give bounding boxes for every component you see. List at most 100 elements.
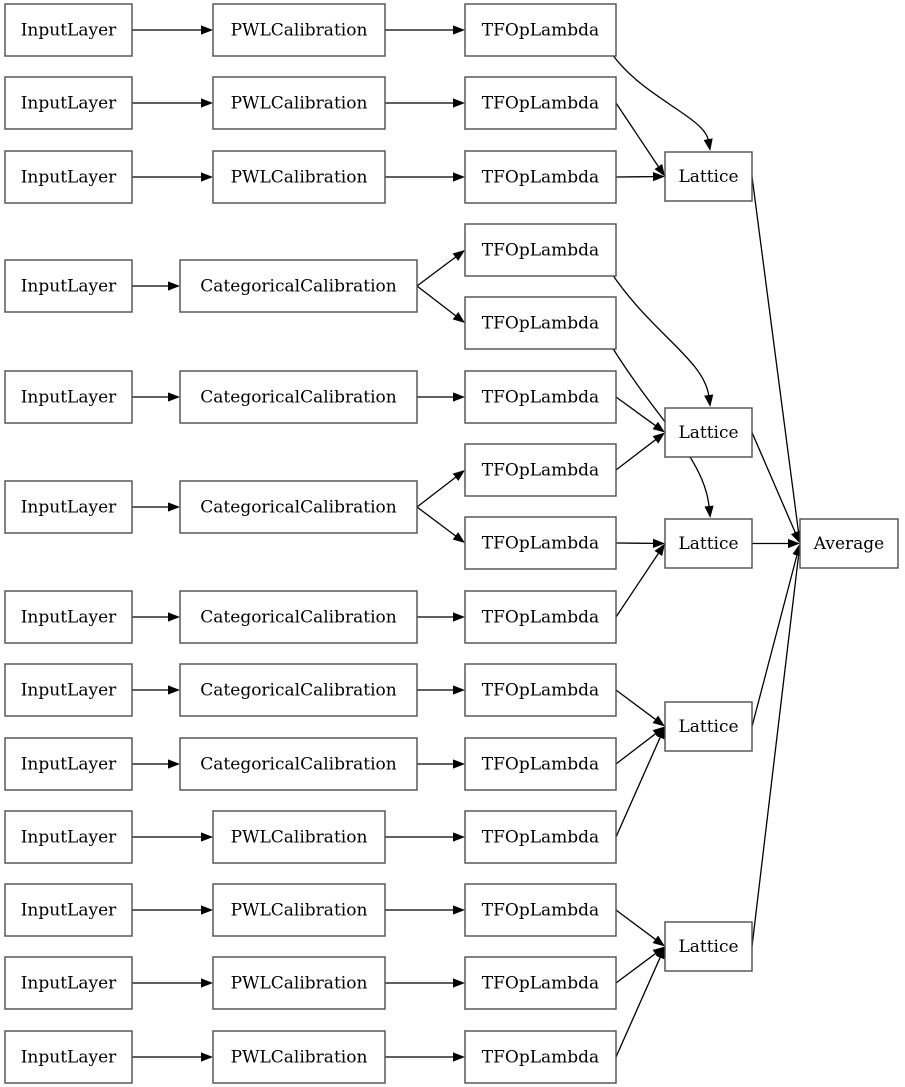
node-box[interactable] xyxy=(464,150,617,204)
node-box[interactable] xyxy=(464,663,617,717)
node-box[interactable] xyxy=(4,590,133,644)
node-categoricalcalibration[interactable]: CategoricalCalibration xyxy=(179,480,418,534)
node-box[interactable] xyxy=(4,259,133,313)
node-categoricalcalibration[interactable]: CategoricalCalibration xyxy=(179,370,418,424)
node-box[interactable] xyxy=(179,737,418,791)
node-lattice[interactable]: Lattice xyxy=(664,921,753,972)
node-tfoplambda[interactable]: TFOpLambda xyxy=(464,590,617,644)
node-lattice[interactable]: Lattice xyxy=(664,701,753,752)
node-box[interactable] xyxy=(464,443,617,497)
node-box[interactable] xyxy=(212,1030,386,1084)
node-inputlayer[interactable]: InputLayer xyxy=(4,3,133,57)
node-box[interactable] xyxy=(664,518,753,569)
node-tfoplambda[interactable]: TFOpLambda xyxy=(464,296,617,350)
node-box[interactable] xyxy=(4,956,133,1010)
node-box[interactable] xyxy=(464,223,617,277)
node-box[interactable] xyxy=(464,516,617,570)
node-box[interactable] xyxy=(464,810,617,864)
node-tfoplambda[interactable]: TFOpLambda xyxy=(464,3,617,57)
node-categoricalcalibration[interactable]: CategoricalCalibration xyxy=(179,737,418,791)
node-box[interactable] xyxy=(664,701,753,752)
node-tfoplambda[interactable]: TFOpLambda xyxy=(464,516,617,570)
node-box[interactable] xyxy=(464,590,617,644)
node-box[interactable] xyxy=(4,3,133,57)
node-box[interactable] xyxy=(464,370,617,424)
node-lattice[interactable]: Lattice xyxy=(664,151,753,202)
node-pwlcalibration[interactable]: PWLCalibration xyxy=(212,810,386,864)
node-average[interactable]: Average xyxy=(799,518,899,569)
node-pwlcalibration[interactable]: PWLCalibration xyxy=(212,3,386,57)
node-tfoplambda[interactable]: TFOpLambda xyxy=(464,370,617,424)
node-box[interactable] xyxy=(464,883,617,937)
node-categoricalcalibration[interactable]: CategoricalCalibration xyxy=(179,590,418,644)
node-box[interactable] xyxy=(212,883,386,937)
node-inputlayer[interactable]: InputLayer xyxy=(4,150,133,204)
node-box[interactable] xyxy=(212,956,386,1010)
node-inputlayer[interactable]: InputLayer xyxy=(4,480,133,534)
node-tfoplambda[interactable]: TFOpLambda xyxy=(464,1030,617,1084)
node-box[interactable] xyxy=(464,1030,617,1084)
node-box[interactable] xyxy=(664,921,753,972)
node-inputlayer[interactable]: InputLayer xyxy=(4,663,133,717)
node-box[interactable] xyxy=(464,3,617,57)
node-lattice[interactable]: Lattice xyxy=(664,407,753,458)
node-inputlayer[interactable]: InputLayer xyxy=(4,76,133,130)
edge-line xyxy=(615,438,657,471)
node-box[interactable] xyxy=(4,737,133,791)
node-inputlayer[interactable]: InputLayer xyxy=(4,956,133,1010)
node-pwlcalibration[interactable]: PWLCalibration xyxy=(212,150,386,204)
node-box[interactable] xyxy=(179,663,418,717)
node-box[interactable] xyxy=(4,480,133,534)
node-box[interactable] xyxy=(212,810,386,864)
node-box[interactable] xyxy=(464,296,617,350)
node-box[interactable] xyxy=(212,3,386,57)
node-tfoplambda[interactable]: TFOpLambda xyxy=(464,883,617,937)
node-box[interactable] xyxy=(179,370,418,424)
node-box[interactable] xyxy=(212,150,386,204)
edge-inputlayer-to-pwlcalibration xyxy=(132,98,213,108)
node-tfoplambda[interactable]: TFOpLambda xyxy=(464,443,617,497)
node-box[interactable] xyxy=(4,150,133,204)
node-box[interactable] xyxy=(4,370,133,424)
node-tfoplambda[interactable]: TFOpLambda xyxy=(464,76,617,130)
node-box[interactable] xyxy=(464,76,617,130)
node-box[interactable] xyxy=(4,1030,133,1084)
node-box[interactable] xyxy=(212,76,386,130)
node-tfoplambda[interactable]: TFOpLambda xyxy=(464,810,617,864)
arrowhead-icon xyxy=(168,392,180,402)
node-box[interactable] xyxy=(4,810,133,864)
node-box[interactable] xyxy=(4,76,133,130)
node-inputlayer[interactable]: InputLayer xyxy=(4,1030,133,1084)
node-tfoplambda[interactable]: TFOpLambda xyxy=(464,223,617,277)
node-inputlayer[interactable]: InputLayer xyxy=(4,259,133,313)
node-box[interactable] xyxy=(4,883,133,937)
node-box[interactable] xyxy=(179,590,418,644)
arrowhead-icon xyxy=(168,281,180,291)
arrowhead-icon xyxy=(655,726,665,740)
node-categoricalcalibration[interactable]: CategoricalCalibration xyxy=(179,663,418,717)
node-tfoplambda[interactable]: TFOpLambda xyxy=(464,956,617,1010)
node-box[interactable] xyxy=(664,407,753,458)
node-inputlayer[interactable]: InputLayer xyxy=(4,737,133,791)
node-pwlcalibration[interactable]: PWLCalibration xyxy=(212,883,386,937)
node-pwlcalibration[interactable]: PWLCalibration xyxy=(212,1030,386,1084)
node-lattice[interactable]: Lattice xyxy=(664,518,753,569)
node-inputlayer[interactable]: InputLayer xyxy=(4,883,133,937)
node-inputlayer[interactable]: InputLayer xyxy=(4,370,133,424)
node-inputlayer[interactable]: InputLayer xyxy=(4,810,133,864)
node-box[interactable] xyxy=(4,663,133,717)
edge-lattice-to-average xyxy=(751,543,804,947)
node-box[interactable] xyxy=(664,151,753,202)
node-inputlayer[interactable]: InputLayer xyxy=(4,590,133,644)
node-box[interactable] xyxy=(179,259,418,313)
node-box[interactable] xyxy=(179,480,418,534)
node-categoricalcalibration[interactable]: CategoricalCalibration xyxy=(179,259,418,313)
node-box[interactable] xyxy=(799,518,899,569)
node-tfoplambda[interactable]: TFOpLambda xyxy=(464,150,617,204)
node-tfoplambda[interactable]: TFOpLambda xyxy=(464,737,617,791)
node-pwlcalibration[interactable]: PWLCalibration xyxy=(212,76,386,130)
node-box[interactable] xyxy=(464,737,617,791)
node-box[interactable] xyxy=(464,956,617,1010)
node-tfoplambda[interactable]: TFOpLambda xyxy=(464,663,617,717)
node-pwlcalibration[interactable]: PWLCalibration xyxy=(212,956,386,1010)
